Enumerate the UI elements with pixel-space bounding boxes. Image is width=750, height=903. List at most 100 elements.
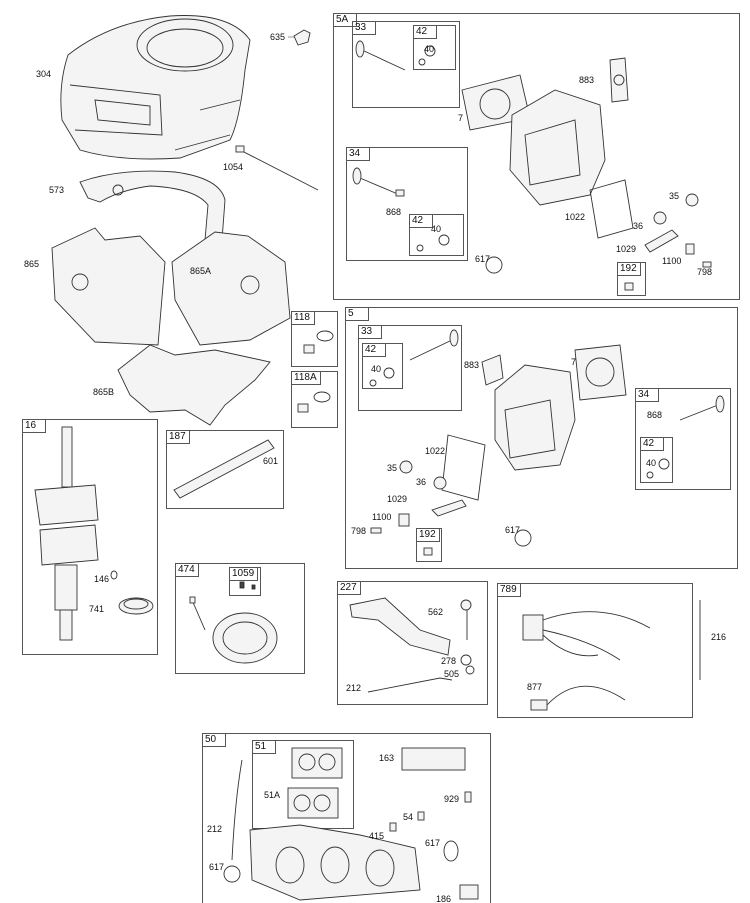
callout-5-1029: 1029	[387, 494, 408, 504]
box-title-5-42b: 42	[640, 437, 664, 451]
crankshaft-16	[34, 426, 154, 641]
callout-5A-798: 798	[697, 267, 713, 277]
callout-5A-40b: 40	[431, 224, 442, 234]
callout-573: 573	[49, 185, 65, 195]
box-title-5-192: 192	[416, 528, 440, 542]
box-title-5A-42a: 42	[413, 25, 437, 39]
box-789	[497, 583, 693, 718]
box-5A-33	[352, 21, 460, 108]
callout-505: 505	[444, 669, 460, 679]
callout-635: 635	[270, 32, 286, 42]
fitting-635	[288, 29, 311, 46]
box-title-5A-33: 33	[352, 21, 376, 35]
callout-5-1022: 1022	[425, 446, 446, 456]
callout-5A-1029: 1029	[616, 244, 637, 254]
callout-51A: 51A	[264, 790, 281, 800]
bracket-227	[349, 597, 475, 693]
rocker-parts-5	[370, 460, 532, 556]
box-title-789: 789	[497, 583, 521, 597]
cylinder-head-5A	[509, 89, 606, 206]
shroud-865B	[117, 344, 271, 426]
callout-617b: 617	[209, 862, 225, 872]
cover-gasket-5A-1022	[589, 179, 634, 239]
box-title-187: 187	[166, 430, 190, 444]
box-5-192	[416, 528, 442, 562]
callout-5A-35: 35	[669, 191, 680, 201]
callout-5A-36: 36	[633, 221, 644, 231]
callout-5-40a: 40	[371, 364, 382, 374]
callout-865B: 865B	[93, 387, 115, 397]
box-5A-34	[346, 147, 468, 261]
valve-5-33	[369, 329, 459, 387]
tube-187	[173, 439, 275, 499]
gasket-5A-883	[609, 57, 629, 103]
callout-1054: 1054	[223, 162, 244, 172]
callout-5-883: 883	[464, 360, 480, 370]
blower-housing-304	[60, 15, 251, 160]
callout-5A-1100: 1100	[662, 256, 682, 266]
callout-5A-868: 868	[386, 207, 402, 217]
box-title-16: 16	[22, 419, 46, 433]
callout-5A-617: 617	[475, 254, 491, 264]
valve-5A-33	[355, 40, 436, 71]
callout-5-36: 36	[416, 477, 427, 487]
callout-5-40b: 40	[646, 458, 657, 468]
box-5-34	[635, 388, 731, 490]
callout-5-617: 617	[505, 525, 521, 535]
callout-54: 54	[403, 812, 414, 822]
callout-146: 146	[94, 574, 110, 584]
callout-5-798: 798	[351, 526, 367, 536]
alternator-474	[189, 581, 278, 664]
callout-216: 216	[711, 632, 727, 642]
box-16	[22, 419, 158, 655]
box-title-5A-34: 34	[346, 147, 370, 161]
box-5-42a	[362, 343, 403, 389]
box-50	[202, 733, 491, 903]
callout-278: 278	[441, 656, 457, 666]
box-title-1059: 1059	[229, 567, 259, 581]
box-5-42b	[640, 437, 673, 483]
box-1059	[229, 567, 261, 596]
box-title-5A: 5A	[333, 13, 357, 27]
box-title-5A-192: 192	[617, 262, 641, 276]
box-title-5A-42b: 42	[409, 214, 433, 228]
box-title-5-34: 34	[635, 388, 659, 402]
shroud-865	[51, 227, 291, 346]
box-title-5: 5	[345, 307, 369, 321]
callout-5-35: 35	[387, 463, 398, 473]
callout-186: 186	[436, 894, 452, 903]
screw-118A	[297, 391, 331, 413]
box-5A-192	[617, 262, 646, 296]
callout-5-868: 868	[647, 410, 663, 420]
callout-562: 562	[428, 607, 444, 617]
callout-617c: 617	[425, 838, 441, 848]
valve-5A-34	[352, 167, 450, 252]
valve-5-34	[646, 395, 725, 479]
gasket-5-883	[481, 354, 504, 386]
rocker-parts-5A	[485, 193, 712, 291]
box-title-227: 227	[337, 581, 361, 595]
box-227	[337, 581, 488, 705]
head-gasket-5-7	[574, 344, 627, 401]
callout-212b: 212	[207, 824, 223, 834]
box-title-50: 50	[202, 733, 226, 747]
box-title-474: 474	[175, 563, 199, 577]
box-187	[166, 430, 284, 509]
box-5-33	[358, 325, 462, 411]
callout-601: 601	[263, 456, 279, 466]
harness-789	[522, 600, 701, 711]
intake-50	[223, 747, 479, 901]
callout-5A-1022: 1022	[565, 212, 586, 222]
cover-gasket-5-1022	[441, 434, 486, 501]
box-5A	[333, 13, 740, 300]
callout-877: 877	[527, 682, 543, 692]
box-5	[345, 307, 738, 569]
callout-741: 741	[89, 604, 105, 614]
callout-5-1100: 1100	[372, 512, 392, 522]
callout-865A: 865A	[190, 266, 212, 276]
screw-118	[303, 330, 334, 354]
box-title-5-33: 33	[358, 325, 382, 339]
callout-212a: 212	[346, 683, 362, 693]
callout-5A-7: 7	[458, 113, 464, 123]
